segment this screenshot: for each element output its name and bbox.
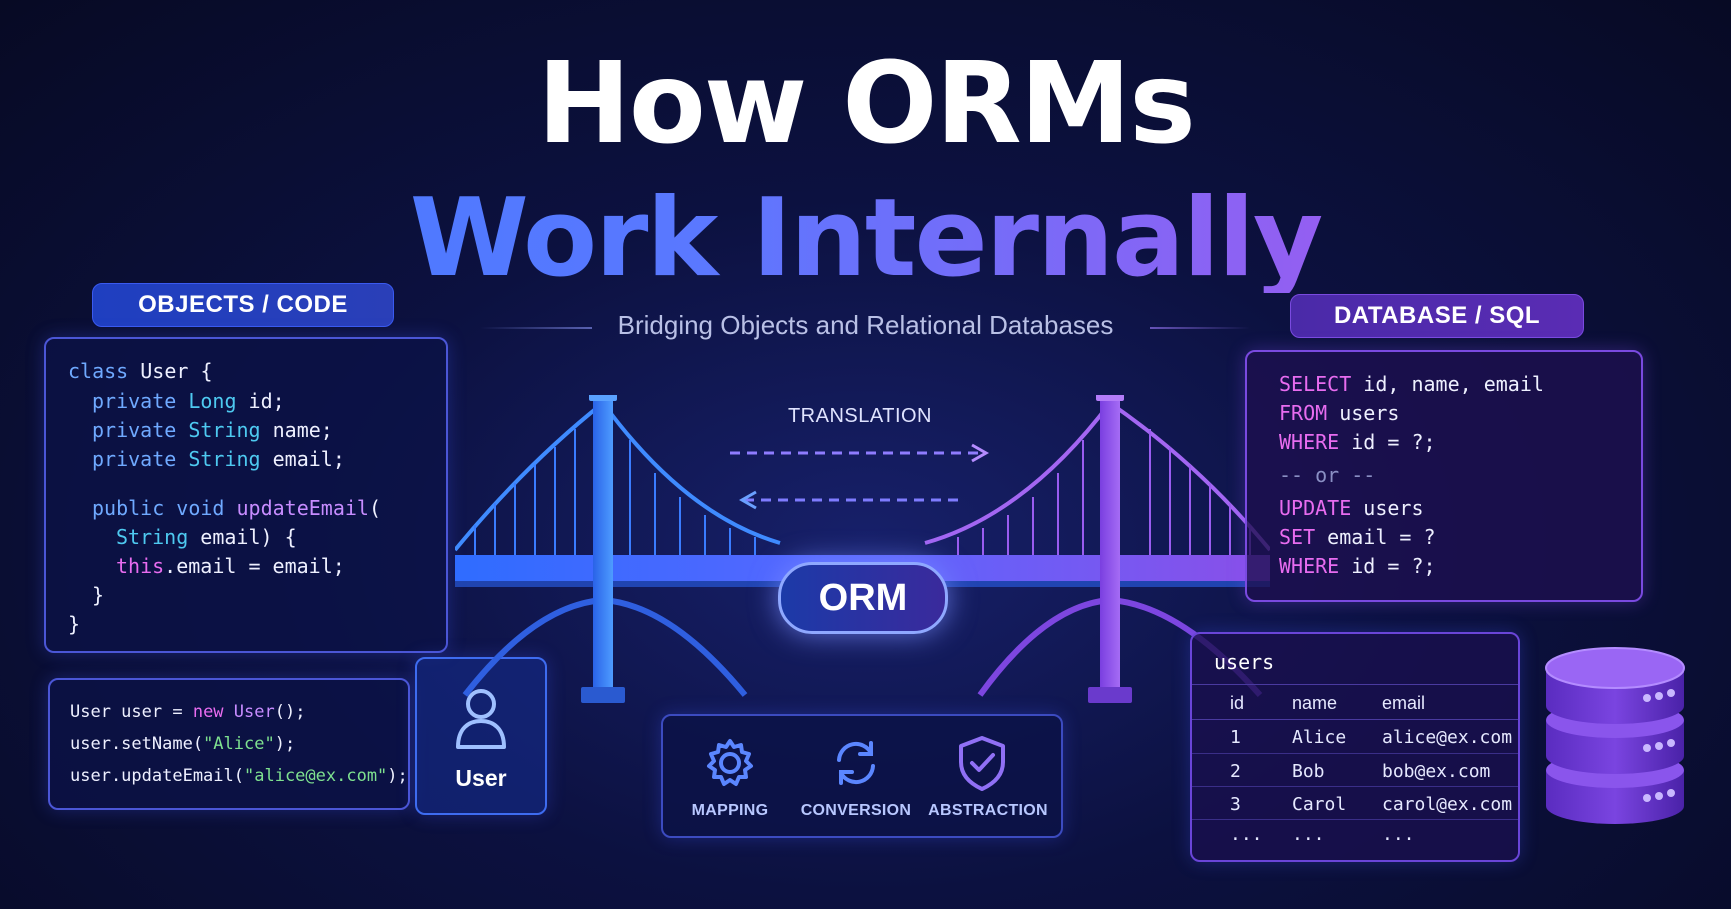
code-token: users [1327, 401, 1400, 425]
code-token: this [116, 554, 165, 578]
table-cell: 1 [1230, 727, 1241, 748]
code-token: users [1351, 496, 1424, 520]
database-sql-label-text: DATABASE / SQL [1333, 302, 1541, 329]
code-token: updateEmail [224, 496, 369, 520]
user-icon [456, 689, 506, 749]
table-cell: 2 [1230, 761, 1241, 782]
title-line-2: Work Internally [0, 185, 1731, 293]
title-line-1: How ORMs [537, 39, 1196, 169]
code-token: class [68, 359, 129, 383]
table-cell: Alice [1292, 727, 1347, 748]
code-token: } [92, 583, 105, 607]
code-token: private [92, 447, 177, 471]
code-token: "Alice" [203, 734, 275, 754]
class-code: class User { private Long id; private St… [68, 361, 438, 641]
translation-arrows [730, 443, 990, 510]
code-token: .email = email; [164, 554, 345, 578]
code-token: User { [128, 359, 213, 383]
table-divider [1192, 719, 1518, 720]
table-cell: bob@ex.com [1382, 761, 1491, 782]
feature-label: ABSTRACTION [928, 802, 1048, 819]
table-row: 2 Bob bob@ex.com [1192, 754, 1518, 787]
database-icon [1545, 647, 1685, 824]
code-token: ); [274, 734, 296, 754]
users-table-panel: users id name email 1 Alice alice@ex.com… [1190, 632, 1520, 862]
code-token: new [192, 702, 224, 722]
code-token: private [92, 418, 177, 442]
code-token: User [223, 702, 275, 722]
code-token: email) { [188, 525, 297, 549]
table-cell: alice@ex.com [1382, 727, 1513, 748]
code-token: String [176, 418, 261, 442]
code-token: user.updateEmail( [70, 766, 244, 786]
code-token: id; [236, 389, 285, 413]
user-object-card: User [415, 657, 547, 815]
table-header-row: id name email [1192, 685, 1518, 719]
feature-label: MAPPING [691, 802, 769, 819]
shield-check-icon [959, 736, 1005, 791]
table-cell: 3 [1230, 794, 1241, 815]
usage-code-panel: User user = new User(); user.setName("Al… [48, 678, 410, 810]
database-sql-label: DATABASE / SQL [1290, 294, 1584, 338]
table-row: ... ... ... [1192, 820, 1518, 852]
code-token: SELECT [1279, 372, 1352, 396]
usage-code: User user = new User(); user.setName("Al… [70, 704, 410, 804]
table-row: 3 Carol carol@ex.com [1192, 787, 1518, 820]
code-token: WHERE [1279, 554, 1340, 578]
code-token: ); [387, 766, 408, 786]
table-name: users [1214, 650, 1275, 674]
code-token: "alice@ex.com" [244, 766, 388, 786]
table-header: name [1292, 693, 1338, 713]
table-cell: ... [1382, 824, 1415, 845]
code-token: UPDATE [1279, 496, 1352, 520]
sql-code-panel: SELECT id, name, email FROM users WHERE … [1245, 350, 1643, 602]
table-row: 1 Alice alice@ex.com [1192, 720, 1518, 754]
feature-label: CONVERSION [800, 802, 912, 819]
code-token: User user = [70, 702, 193, 722]
code-token: FROM [1279, 401, 1328, 425]
code-token: email; [260, 447, 345, 471]
code-token: String [176, 447, 261, 471]
code-token: id = ?; [1339, 430, 1436, 454]
table-cell: Carol [1292, 794, 1347, 815]
subtitle-divider-left [480, 327, 592, 329]
code-token: user.setName( [70, 734, 204, 754]
code-token: String [116, 525, 189, 549]
table-header: id [1230, 693, 1245, 713]
code-token: id = ?; [1339, 554, 1436, 578]
sql-code: SELECT id, name, email FROM users WHERE … [1279, 374, 1629, 594]
translation-label: TRANSLATION [787, 405, 933, 427]
features-panel: MAPPING CONVERSION ABSTRACTION [661, 714, 1063, 838]
table-cell: ... [1292, 824, 1325, 845]
objects-code-label-text: OBJECTS / CODE [138, 291, 348, 318]
table-cell: carol@ex.com [1382, 794, 1513, 815]
subtitle: Bridging Objects and Relational Database… [617, 310, 1114, 340]
orm-badge: ORM [778, 562, 948, 634]
refresh-icon [837, 741, 875, 785]
code-token: WHERE [1279, 430, 1340, 454]
code-token: ( [368, 496, 382, 520]
code-token: -- or -- [1279, 463, 1376, 487]
code-token: (); [274, 702, 306, 722]
table-divider [1192, 684, 1518, 685]
table-cell: ... [1230, 824, 1263, 845]
user-card-label: User [455, 765, 507, 791]
orm-badge-text: ORM [818, 576, 908, 619]
code-token: SET [1279, 525, 1316, 549]
code-token: public [92, 496, 165, 520]
gear-icon [707, 739, 753, 786]
code-token: Long [176, 389, 237, 413]
objects-code-label: OBJECTS / CODE [92, 283, 394, 327]
code-token: name; [260, 418, 333, 442]
code-token: id, name, email [1351, 372, 1544, 396]
subtitle-divider-right [1150, 327, 1250, 329]
code-token: private [92, 389, 177, 413]
table-header: email [1382, 693, 1426, 713]
code-token: } [68, 612, 81, 636]
class-code-panel: class User { private Long id; private St… [44, 337, 448, 653]
code-token: void [164, 496, 225, 520]
table-cell: Bob [1292, 761, 1325, 782]
code-token: email = ? [1315, 525, 1436, 549]
